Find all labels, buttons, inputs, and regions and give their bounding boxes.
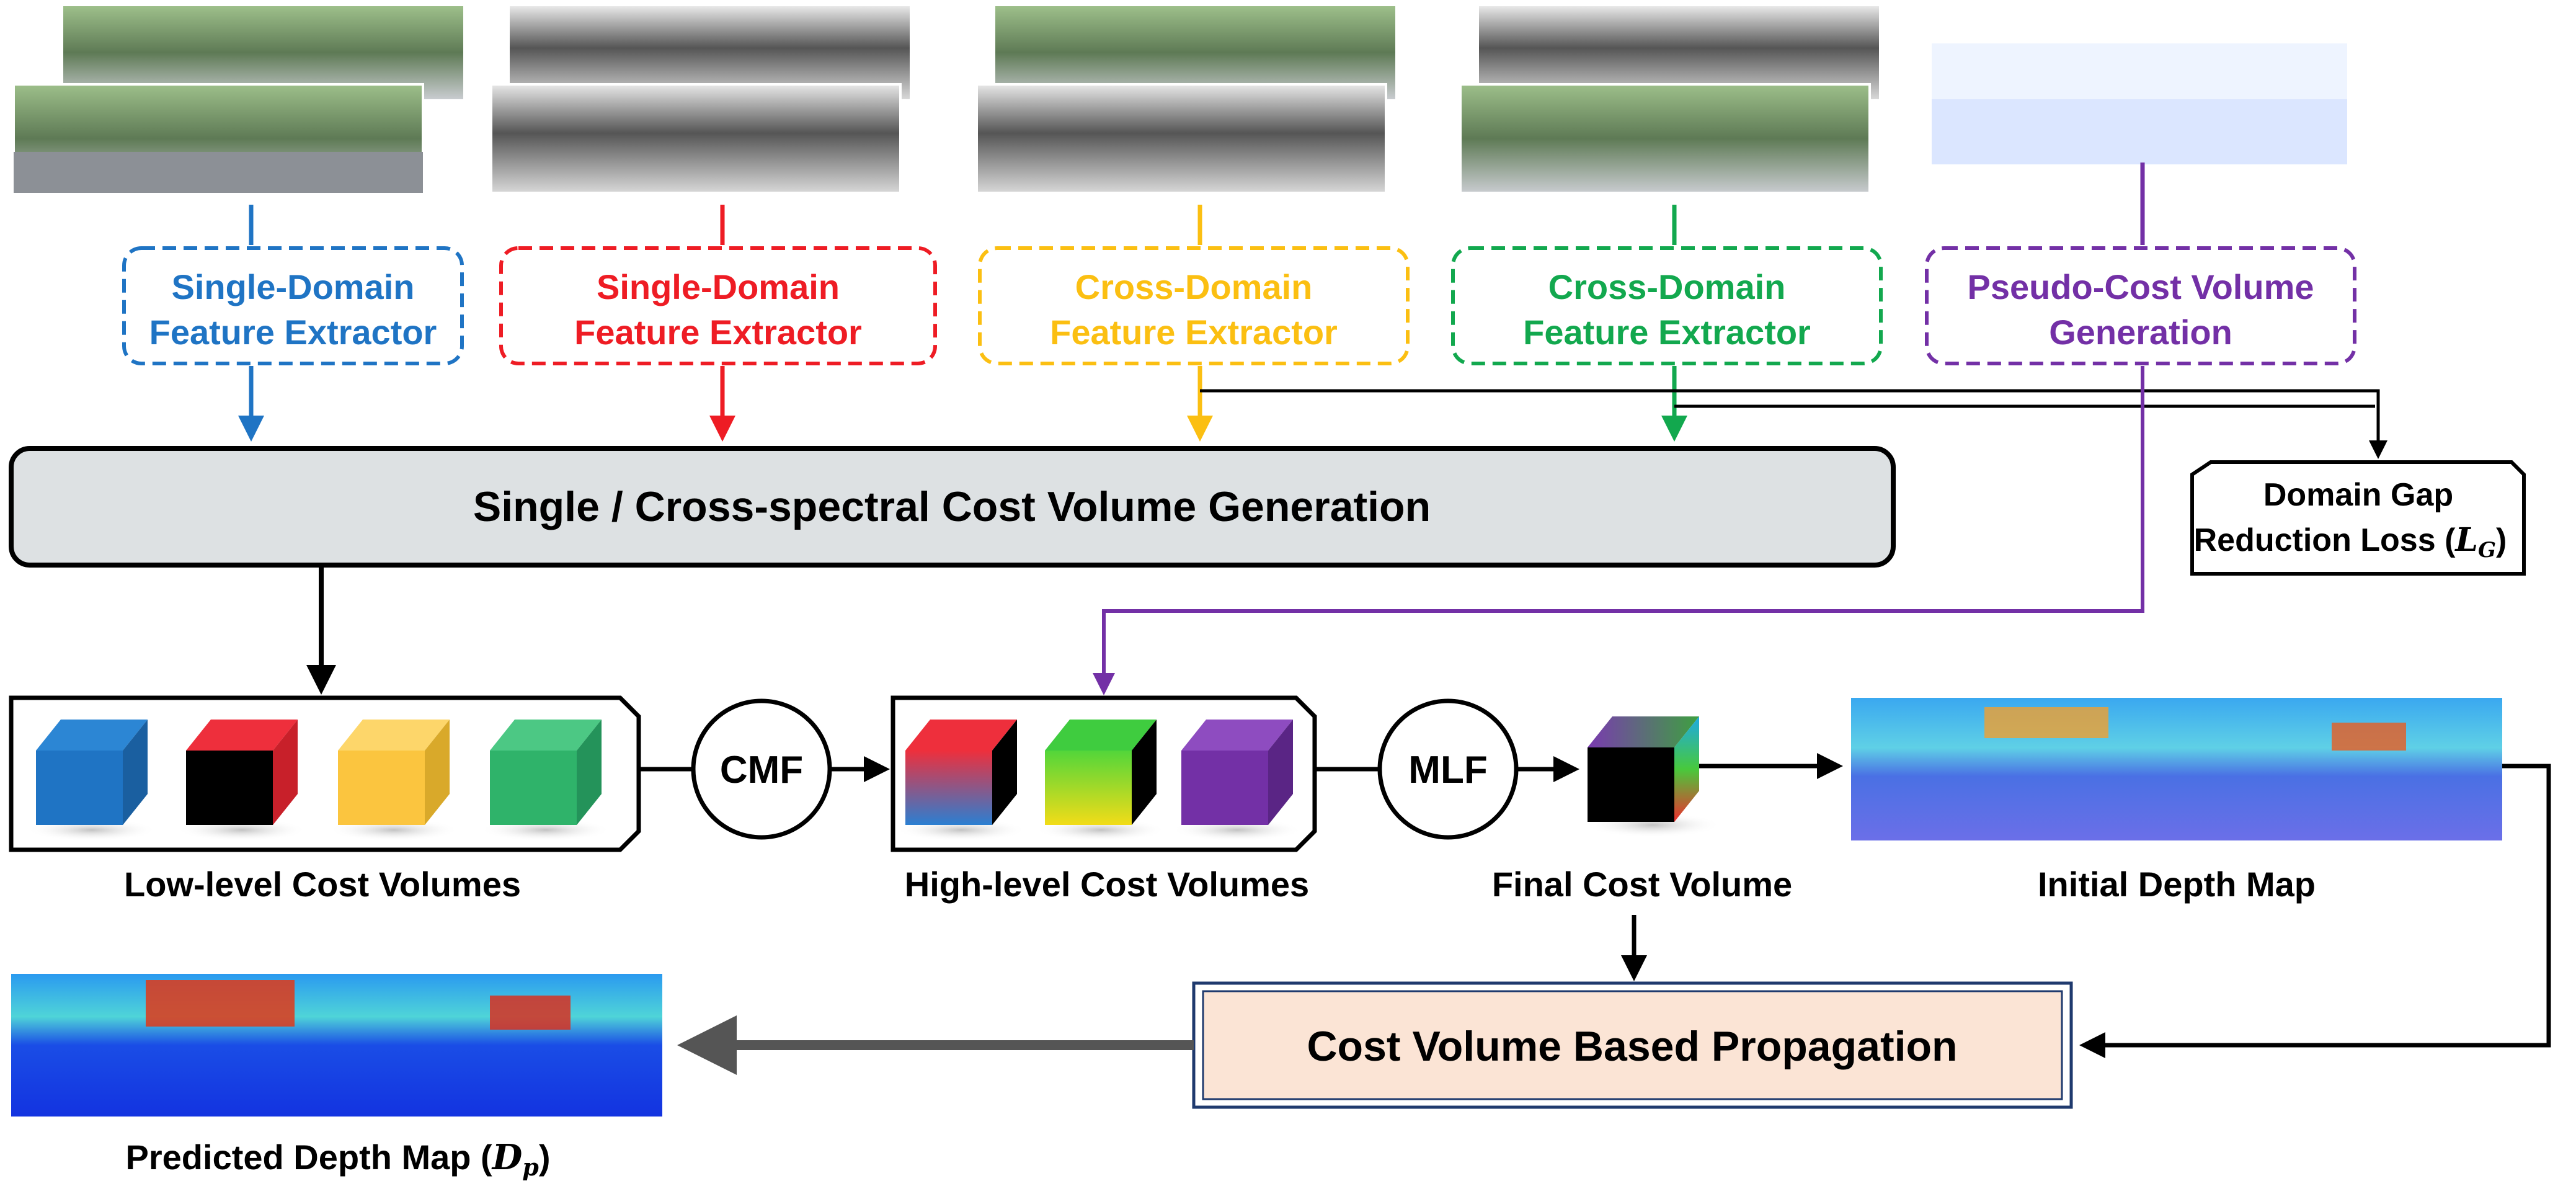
high-cube-purple xyxy=(1172,720,1302,841)
extractor-subtitle-2: Feature Extractor xyxy=(574,313,862,352)
mlf-label: MLF xyxy=(1408,749,1487,791)
low-cube-blue xyxy=(27,720,157,841)
initial-depth-map xyxy=(1851,698,2502,840)
cmf-label: CMF xyxy=(720,749,803,791)
high-level-label: High-level Cost Volumes xyxy=(905,865,1309,904)
arrow-cross-yellow-to-loss xyxy=(1200,389,2387,459)
extractor-subtitle-4: Feature Extractor xyxy=(1523,313,1811,352)
propagation-box: Cost Volume Based Propagation xyxy=(1192,981,2073,1109)
low-level-cost-volumes: Low-level Cost Volumes xyxy=(9,695,641,904)
predicted-depth-map xyxy=(11,974,662,1117)
final-cost-volume-label: Final Cost Volume xyxy=(1492,865,1792,904)
propagation-title: Cost Volume Based Propagation xyxy=(1307,1023,1957,1070)
extractor-subtitle-3: Feature Extractor xyxy=(1050,313,1338,352)
high-level-cost-volumes: High-level Cost Volumes xyxy=(890,695,1317,904)
extractor-title-5: Pseudo-Cost Volume xyxy=(1967,267,2314,306)
domain-gap-loss-box: Domain Gap Reduction Loss (LG) xyxy=(2190,460,2526,576)
extractor-title-4: Cross-Domain xyxy=(1548,267,1786,306)
extractor-title-2: Single-Domain xyxy=(597,267,840,306)
input-image-pair-3 xyxy=(975,6,1395,194)
input-image-pair-2 xyxy=(490,6,910,194)
loss-line2: Reduction Loss (LG) xyxy=(2194,521,2507,563)
low-level-label: Low-level Cost Volumes xyxy=(124,865,521,904)
high-cube-green-yellow xyxy=(1036,720,1166,841)
input-image-pair-1 xyxy=(12,6,463,194)
lidar-point-cloud xyxy=(1932,43,2347,164)
cmf-node: CMF xyxy=(691,698,832,840)
arrow-pseudo-to-high-level xyxy=(1093,366,2144,695)
low-cube-green xyxy=(481,720,611,841)
low-cube-red xyxy=(177,720,307,841)
low-cube-yellow xyxy=(329,720,459,841)
extractor-subtitle-1: Feature Extractor xyxy=(149,313,437,352)
extractor-title-1: Single-Domain xyxy=(171,267,414,306)
initial-depth-label: Initial Depth Map xyxy=(2038,865,2316,904)
extractor-subtitle-5: Generation xyxy=(2049,313,2232,352)
input-image-pair-4 xyxy=(1459,6,1879,194)
extractor-title-3: Cross-Domain xyxy=(1075,267,1313,306)
cost-volume-generation-title: Single / Cross-spectral Cost Volume Gene… xyxy=(473,483,1431,530)
mlf-node: MLF xyxy=(1377,698,1519,840)
high-cube-red-blue xyxy=(896,720,1026,841)
arrow-initial-to-propagation xyxy=(2079,764,2551,1058)
cost-volume-generation-box: Single / Cross-spectral Cost Volume Gene… xyxy=(9,446,1896,568)
loss-line1: Domain Gap xyxy=(2263,477,2453,513)
final-cost-volume-cube xyxy=(1584,716,1721,837)
predicted-depth-label: Predicted Depth Map (Dp) xyxy=(126,1137,551,1181)
